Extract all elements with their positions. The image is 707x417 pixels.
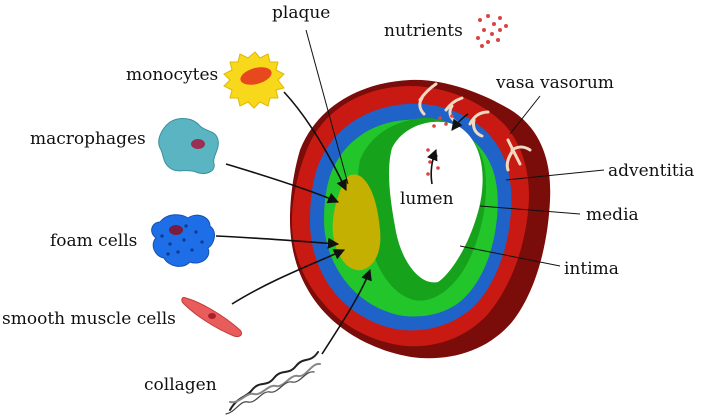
arrows <box>215 91 469 355</box>
arrow-lumen-nutrients <box>427 148 438 185</box>
leader-lines <box>305 29 605 267</box>
monocyte-icon <box>223 51 285 109</box>
macrophage-icon <box>158 118 219 175</box>
arrow-smooth-muscle <box>231 249 346 305</box>
arrow-collagen <box>321 268 372 355</box>
label-macrophages: macrophages <box>30 129 146 149</box>
leader-media <box>479 205 581 215</box>
smooth-muscle-cell-icon <box>181 297 243 337</box>
nutrients-icon <box>476 14 508 48</box>
label-vasa-vasorum: vasa vasorum <box>495 73 614 93</box>
leader-adventitia <box>505 169 605 181</box>
label-smooth-muscle-cells: smooth muscle cells <box>2 309 176 329</box>
arrow-foam-cells <box>215 235 340 249</box>
leader-plaque <box>305 29 349 185</box>
label-lumen: lumen <box>400 189 454 209</box>
label-nutrients: nutrients <box>384 21 463 41</box>
label-adventitia: adventitia <box>608 161 694 181</box>
arrow-vasa-vasorum <box>451 113 469 131</box>
vasa-vasorum-icon <box>418 82 532 172</box>
label-intima: intima <box>564 259 619 279</box>
label-plaque: plaque <box>272 3 330 23</box>
labels: plaque nutrients monocytes vasa vasorum … <box>2 3 694 395</box>
artery-cross-section <box>290 79 551 359</box>
plaque-region <box>332 174 381 271</box>
foam-cell-icon <box>151 214 215 267</box>
label-monocytes: monocytes <box>126 65 218 85</box>
lumen-opening <box>389 121 483 283</box>
collagen-helix-icon <box>225 351 321 415</box>
arrow-macrophages <box>225 163 340 204</box>
label-media: media <box>586 205 639 225</box>
leader-vasa-vasorum <box>509 95 541 135</box>
arrow-monocytes <box>283 91 347 192</box>
label-collagen: collagen <box>144 375 217 395</box>
leader-intima <box>459 245 561 267</box>
label-foam-cells: foam cells <box>50 231 137 251</box>
